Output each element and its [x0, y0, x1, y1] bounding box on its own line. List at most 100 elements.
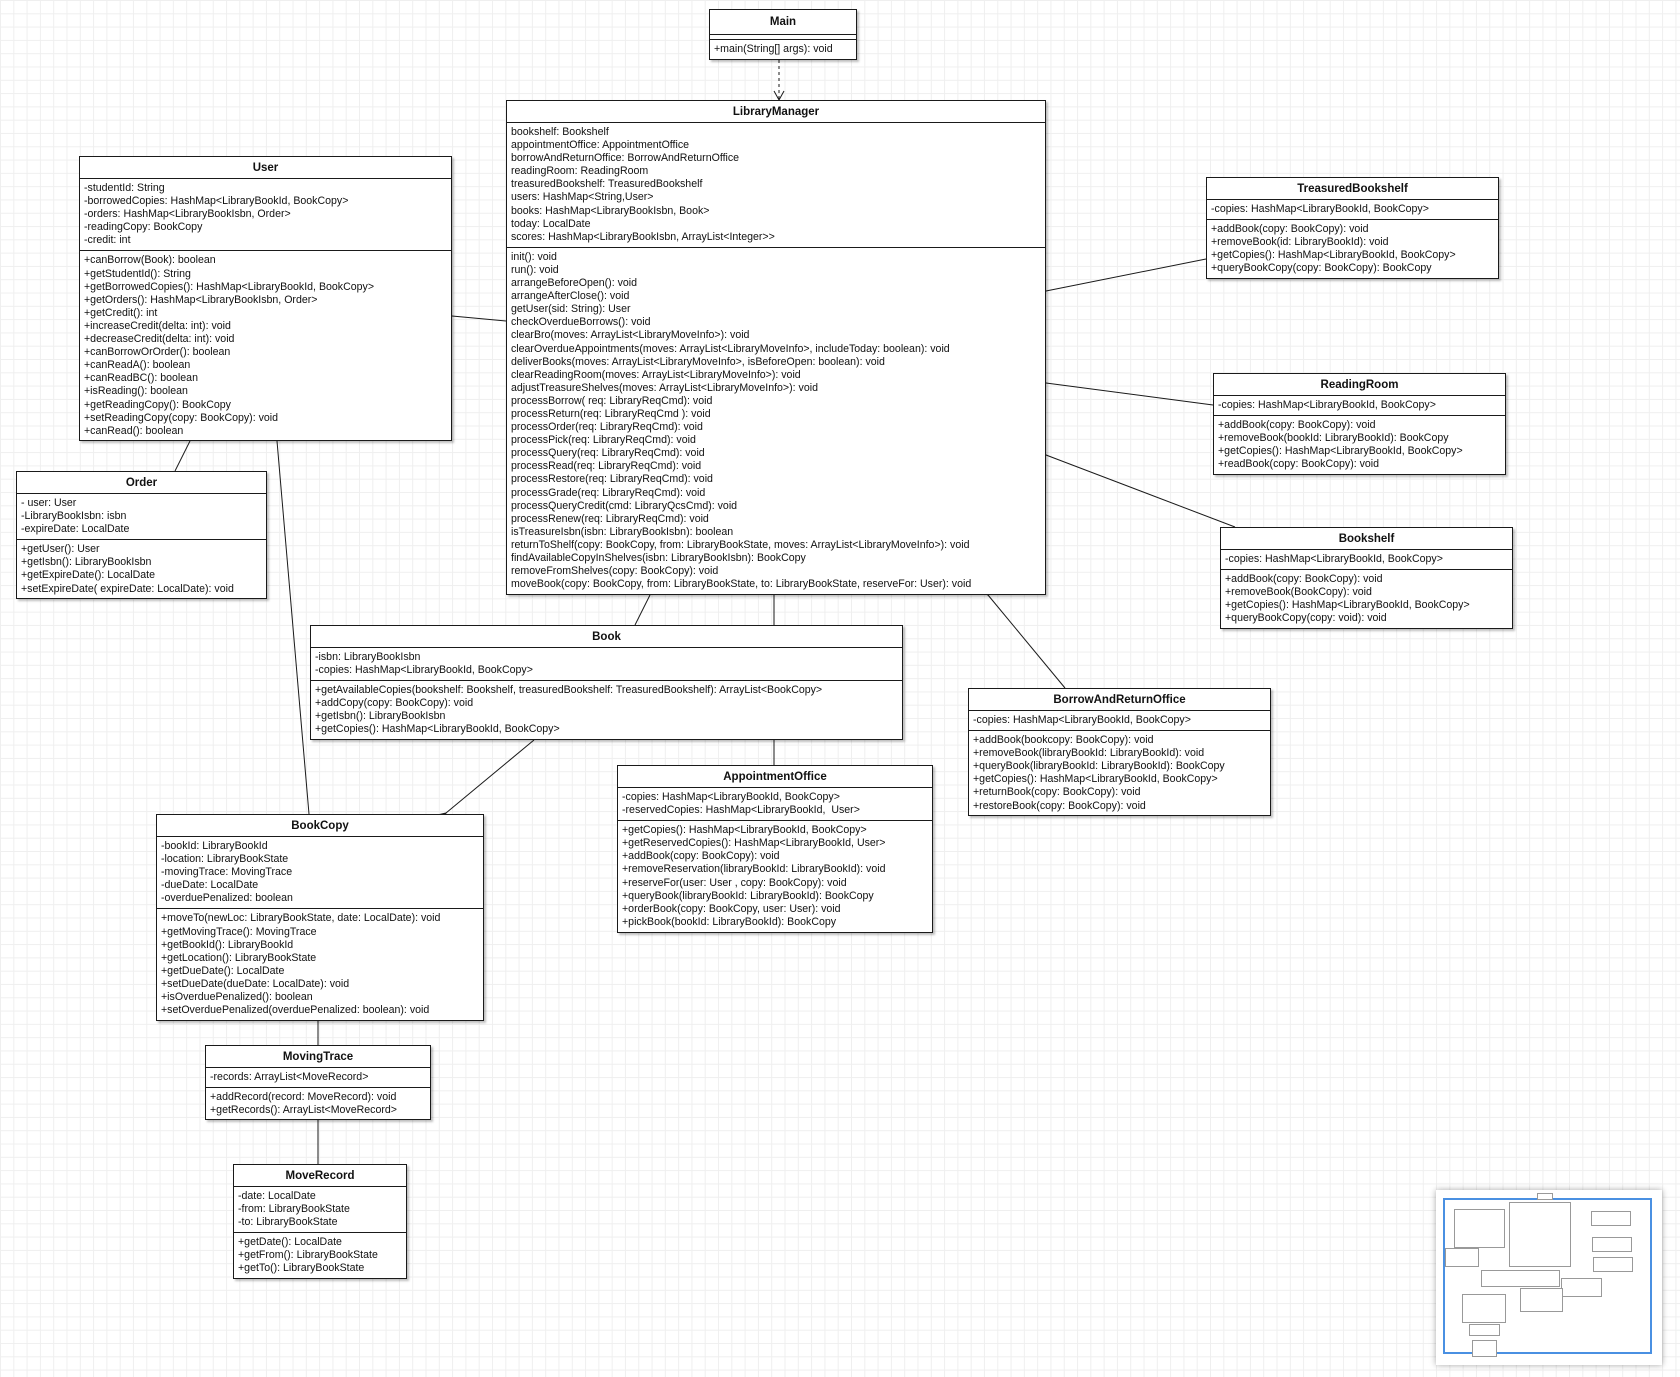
operation: returnToShelf(copy: BookCopy, from: Libr…: [511, 538, 970, 551]
attribute: appointmentOffice: AppointmentOffice: [511, 139, 690, 152]
operation: +getLocation(): LibraryBookState: [161, 951, 317, 964]
attribute-compartment: -studentId: String -borrowedCopies: Hash…: [80, 179, 451, 252]
operation: checkOverdueBorrows(): void: [511, 316, 651, 329]
class-appointmentoffice[interactable]: AppointmentOffice -copies: HashMap<Libra…: [617, 765, 933, 933]
operation: +getRecords(): ArrayList<MoveRecord>: [210, 1104, 397, 1117]
association-user-bookcopy[interactable]: [276, 440, 310, 815]
attribute: -studentId: String: [84, 182, 165, 194]
association-librarymanager-user[interactable]: [451, 315, 507, 322]
class-name: User: [80, 157, 451, 179]
operation: +getCopies(): HashMap<LibraryBookId, Boo…: [622, 824, 867, 837]
attribute: -LibraryBookIsbn: isbn: [21, 510, 127, 523]
composition-borrowandreturnoffice[interactable]: [988, 595, 1066, 689]
attribute-compartment: -copies: HashMap<LibraryBookId, BookCopy…: [618, 788, 932, 822]
operation: processOrder(req: LibraryReqCmd): void: [511, 421, 703, 434]
operation: adjustTreasureShelves(moves: ArrayList<L…: [511, 381, 818, 394]
operation: +isReading(): boolean: [84, 385, 188, 398]
operation: clearOverdueAppointments(moves: ArrayLis…: [511, 342, 950, 355]
association-librarymanager-book[interactable]: [634, 594, 651, 626]
operation: +getStudentId(): String: [84, 267, 191, 280]
class-name: MoveRecord: [234, 1165, 406, 1187]
operation: arrangeBeforeOpen(): void: [511, 277, 638, 290]
operation: +getUser(): User: [21, 543, 100, 556]
operation: +addBook(copy: BookCopy): void: [1225, 573, 1383, 586]
attribute: today: LocalDate: [511, 217, 591, 230]
operation-compartment: +main(String[] args): void: [710, 40, 856, 59]
attribute: -location: LibraryBookState: [161, 853, 289, 866]
association-user-order[interactable]: [174, 440, 191, 472]
attribute: -copies: HashMap<LibraryBookId, BookCopy…: [973, 714, 1191, 726]
attribute: -orders: HashMap<LibraryBookIsbn, Order>: [84, 208, 291, 221]
operation: +removeBook(id: LibraryBookId): void: [1211, 236, 1389, 249]
operation: +canReadA(): boolean: [84, 359, 191, 372]
attribute-compartment: -date: LocalDate -from: LibraryBookState…: [234, 1187, 406, 1234]
class-book[interactable]: Book -isbn: LibraryBookIsbn -copies: Has…: [310, 625, 903, 740]
operation: clearReadingRoom(moves: ArrayList<Librar…: [511, 368, 801, 381]
operation: +getBorrowedCopies(): HashMap<LibraryBoo…: [84, 280, 375, 293]
class-treasuredbookshelf[interactable]: TreasuredBookshelf -copies: HashMap<Libr…: [1206, 177, 1499, 279]
operation: +canBorrowOrOrder(): boolean: [84, 346, 231, 359]
operation: +canBorrow(Book): boolean: [84, 254, 216, 267]
operation: +addBook(copy: BookCopy): void: [1218, 419, 1376, 432]
operation-compartment: +moveTo(newLoc: LibraryBookState, date: …: [157, 909, 483, 1020]
composition-readingroom[interactable]: [1046, 383, 1214, 406]
attribute: -records: ArrayList<MoveRecord>: [210, 1071, 369, 1083]
operation: +addBook(copy: BookCopy): void: [1211, 223, 1369, 236]
operation: +getCopies(): HashMap<LibraryBookId, Boo…: [315, 723, 560, 736]
class-order[interactable]: Order - user: User -LibraryBookIsbn: isb…: [16, 471, 267, 599]
minimap-block: [1481, 1270, 1560, 1287]
operation: +readBook(copy: BookCopy): void: [1218, 458, 1380, 471]
operation: +canRead(): boolean: [84, 424, 184, 437]
composition-book-bookcopy[interactable]: [446, 739, 535, 813]
operation: +moveTo(newLoc: LibraryBookState, date: …: [161, 912, 441, 925]
class-movingtrace[interactable]: MovingTrace -records: ArrayList<MoveReco…: [205, 1045, 431, 1120]
operation: +isOverduePenalized(): boolean: [161, 991, 313, 1004]
operation: +increaseCredit(delta: int): void: [84, 319, 231, 332]
class-main[interactable]: Main +main(String[] args): void: [709, 9, 857, 60]
class-librarymanager[interactable]: LibraryManager bookshelf: Bookshelf appo…: [506, 100, 1046, 595]
class-name: MovingTrace: [206, 1046, 430, 1068]
composition-bookshelf[interactable]: [1046, 455, 1236, 528]
class-moverecord[interactable]: MoveRecord -date: LocalDate -from: Libra…: [233, 1164, 407, 1279]
operation-compartment: init(): void run(): void arrangeBeforeOp…: [507, 248, 1045, 594]
operation: +getIsbn(): LibraryBookIsbn: [21, 556, 152, 569]
class-name: ReadingRoom: [1214, 374, 1505, 396]
operation: +getOrders(): HashMap<LibraryBookIsbn, O…: [84, 293, 318, 306]
minimap-block: [1520, 1288, 1563, 1312]
operation: +orderBook(copy: BookCopy, user: User): …: [622, 902, 841, 915]
class-bookshelf[interactable]: Bookshelf -copies: HashMap<LibraryBookId…: [1220, 527, 1513, 629]
outline-minimap[interactable]: [1436, 1190, 1662, 1365]
class-name: BorrowAndReturnOffice: [969, 689, 1270, 711]
minimap-block: [1592, 1237, 1632, 1252]
operation: +getIsbn(): LibraryBookIsbn: [315, 710, 446, 723]
operation: +addBook(copy: BookCopy): void: [622, 850, 780, 863]
attribute-compartment: -copies: HashMap<LibraryBookId, BookCopy…: [1221, 550, 1512, 571]
attribute: -date: LocalDate: [238, 1190, 316, 1202]
operation-compartment: +getCopies(): HashMap<LibraryBookId, Boo…: [618, 821, 932, 932]
attribute: books: HashMap<LibraryBookIsbn, Book>: [511, 204, 710, 217]
minimap-block: [1537, 1193, 1553, 1200]
class-name: Bookshelf: [1221, 528, 1512, 550]
attribute: -borrowedCopies: HashMap<LibraryBookId, …: [84, 195, 349, 208]
minimap-block: [1462, 1294, 1506, 1323]
class-user[interactable]: User -studentId: String -borrowedCopies:…: [79, 156, 452, 441]
attribute: -from: LibraryBookState: [238, 1203, 350, 1216]
attribute: treasuredBookshelf: TreasuredBookshelf: [511, 178, 703, 191]
composition-treasuredbookshelf[interactable]: [1046, 258, 1207, 291]
operation: +restoreBook(copy: BookCopy): void: [973, 799, 1146, 812]
minimap-block: [1593, 1257, 1633, 1272]
operation: +queryBook(libraryBookId: LibraryBookId)…: [973, 760, 1225, 773]
operation: +getCopies(): HashMap<LibraryBookId, Boo…: [1225, 599, 1470, 612]
class-borrowandreturnoffice[interactable]: BorrowAndReturnOffice -copies: HashMap<L…: [968, 688, 1271, 816]
operation: findAvailableCopyInShelves(isbn: Library…: [511, 552, 806, 564]
operation: +removeReservation(libraryBookId: Librar…: [622, 863, 886, 876]
class-name: Order: [17, 472, 266, 494]
operation: processBorrow( req: LibraryReqCmd): void: [511, 394, 713, 407]
attribute-compartment: bookshelf: Bookshelf appointmentOffice: …: [507, 123, 1045, 248]
operation: +getFrom(): LibraryBookState: [238, 1249, 378, 1262]
class-bookcopy[interactable]: BookCopy -bookId: LibraryBookId -locatio…: [156, 814, 484, 1021]
class-name: LibraryManager: [507, 101, 1045, 123]
attribute: -copies: HashMap<LibraryBookId, BookCopy…: [622, 791, 840, 803]
class-readingroom[interactable]: ReadingRoom -copies: HashMap<LibraryBook…: [1213, 373, 1506, 475]
operation: processQueryCredit(cmd: LibraryQcsCmd): …: [511, 499, 738, 512]
